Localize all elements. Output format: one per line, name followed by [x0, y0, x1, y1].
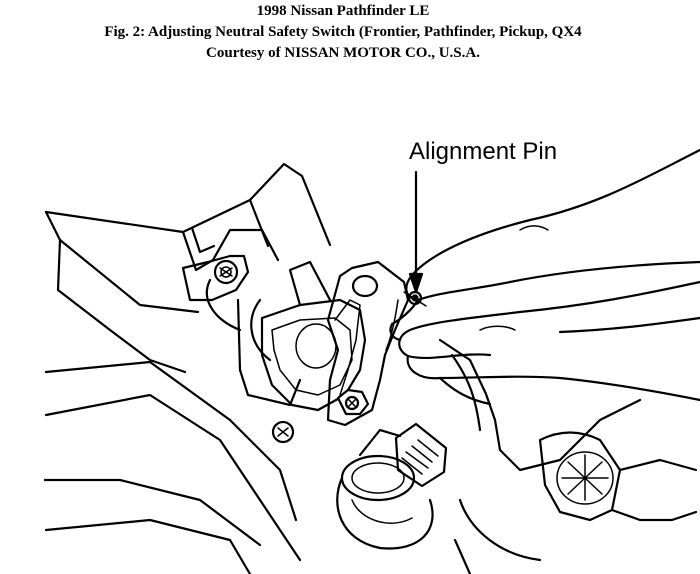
- vehicle-title: 1998 Nissan Pathfinder LE: [256, 3, 430, 19]
- right-housing: [438, 338, 698, 574]
- manual-shaft: [336, 422, 448, 550]
- manual-shaft-lever: [326, 260, 410, 427]
- figure-caption: Fig. 2: Adjusting Neutral Safety Switch …: [104, 24, 582, 40]
- transmission-housing: [43, 162, 332, 574]
- figure-header: 1998 Nissan Pathfinder LE Fig. 2: Adjust…: [0, 0, 700, 64]
- lever-nut: [336, 388, 370, 416]
- switch-bracket: [181, 254, 302, 407]
- technician-hand: [389, 148, 700, 406]
- alignment-pin-leader: [408, 170, 424, 294]
- figure-credit: Courtesy of NISSAN MOTOR CO., U.S.A.: [206, 45, 480, 61]
- alignment-pin-label: Alignment Pin: [409, 138, 558, 165]
